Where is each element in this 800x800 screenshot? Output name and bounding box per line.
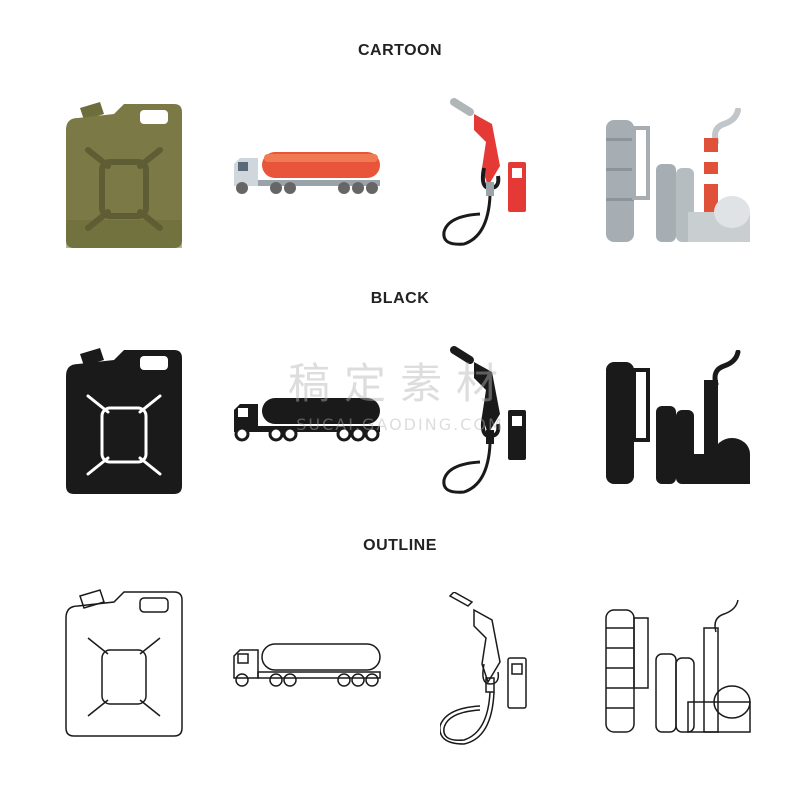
jerrycan-icon bbox=[65, 589, 183, 737]
section-title-cartoon: CARTOON bbox=[357, 42, 443, 59]
section-title-black: BLACK bbox=[370, 290, 430, 307]
refinery-icon bbox=[605, 599, 751, 733]
refinery-icon bbox=[606, 108, 750, 242]
jerrycan-icon bbox=[66, 102, 182, 248]
refinery-icon bbox=[606, 350, 750, 484]
fuel-nozzle-icon bbox=[440, 592, 527, 745]
fuel-nozzle-icon bbox=[442, 98, 526, 246]
tanker-truck-icon bbox=[233, 643, 381, 687]
tanker-truck-icon bbox=[234, 152, 380, 194]
jerrycan-icon bbox=[66, 348, 182, 494]
tanker-truck-icon bbox=[234, 398, 380, 442]
fuel-nozzle-icon bbox=[442, 346, 526, 494]
section-title-outline: OUTLINE bbox=[363, 537, 437, 554]
